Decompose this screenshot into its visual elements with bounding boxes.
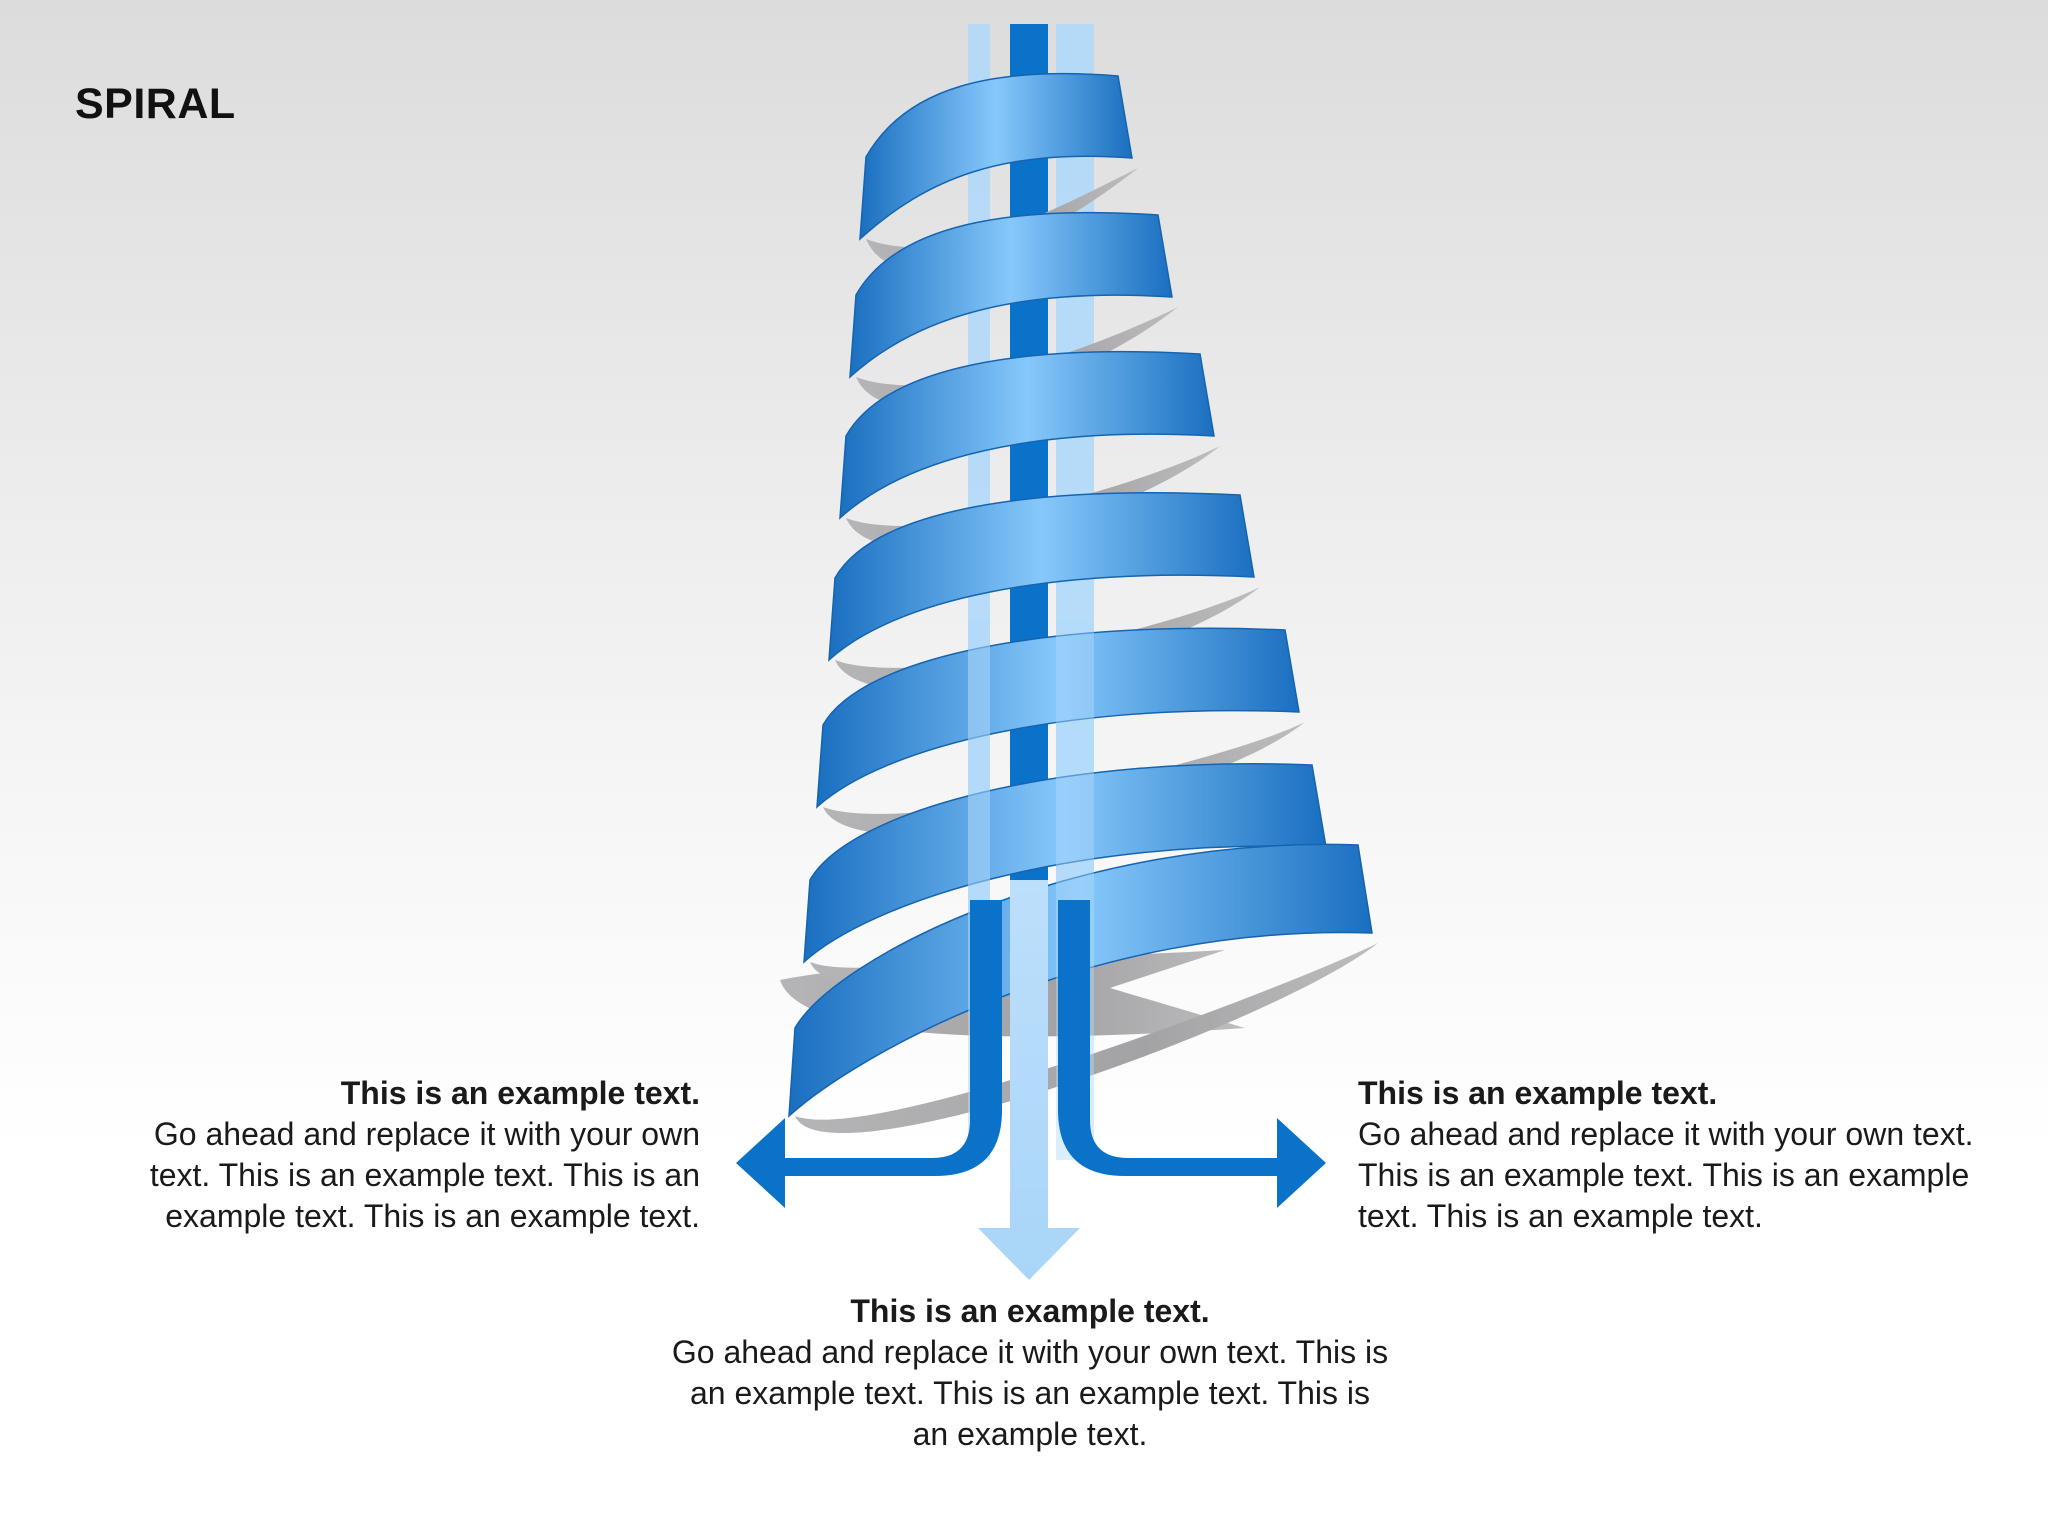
text-block-bottom-body: Go ahead and replace it with your own te… <box>671 1334 1389 1452</box>
ribbon-turn <box>788 843 1373 1118</box>
ribbon-turn <box>849 211 1173 379</box>
text-block-right: This is an example text. Go ahead and re… <box>1358 1073 1978 1237</box>
text-block-bottom: This is an example text. Go ahead and re… <box>670 1291 1390 1455</box>
ribbon-turn <box>828 492 1255 662</box>
ribbon-turn <box>839 350 1215 520</box>
ribbon-turn <box>816 627 1300 809</box>
slide-title: SPIRAL <box>75 80 236 128</box>
text-block-left: This is an example text. Go ahead and re… <box>100 1073 700 1237</box>
text-block-right-body: Go ahead and replace it with your own te… <box>1358 1116 1974 1234</box>
ribbon-turn <box>859 72 1133 241</box>
ribbon-layer <box>788 72 1378 1134</box>
arrow-down <box>978 880 1080 1280</box>
text-block-bottom-heading: This is an example text. <box>850 1293 1210 1329</box>
arrow-right <box>1058 900 1326 1208</box>
front-layer <box>736 620 1326 1280</box>
arrow-left <box>736 900 1002 1208</box>
text-block-left-heading: This is an example text. <box>340 1075 700 1111</box>
text-block-right-heading: This is an example text. <box>1358 1075 1718 1111</box>
text-block-left-body: Go ahead and replace it with your own te… <box>149 1116 700 1234</box>
